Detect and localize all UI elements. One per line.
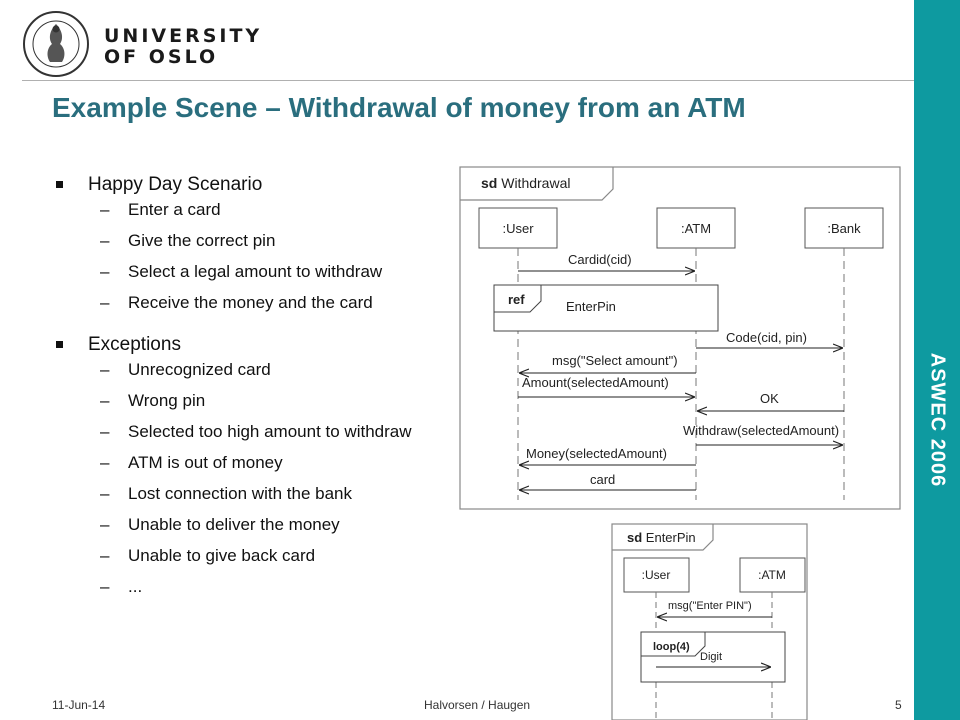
footer-date: 11-Jun-14 — [52, 698, 106, 712]
message-ok-label: OK — [760, 391, 779, 406]
page-number: 5 — [895, 698, 902, 712]
list-item: –Lost connection with the bank — [100, 484, 352, 503]
list-item: –ATM is out of money — [100, 453, 283, 472]
footer-authors: Halvorsen / Haugen — [424, 698, 531, 712]
message-digit-label: Digit — [700, 651, 722, 663]
university-name: UNIVERSITY OF OSLO — [104, 26, 262, 68]
loop-label: loop(4) — [653, 641, 690, 653]
ref-keyword: ref — [508, 292, 525, 307]
message-withdraw-label: Withdraw(selectedAmount) — [683, 423, 839, 438]
university-name-line1: UNIVERSITY — [104, 25, 263, 47]
sd-enterpin-diagram: sd EnterPin :User :ATM msg("Enter PIN") … — [611, 523, 808, 720]
conference-sidebar — [914, 0, 960, 720]
message-select-amount-label: msg("Select amount") — [552, 353, 678, 368]
sd-withdrawal-diagram: sd Withdrawal :User :ATM :Bank Cardid(ci… — [459, 166, 901, 510]
frame-withdrawal — [459, 166, 901, 510]
message-enter-pin-label: msg("Enter PIN") — [668, 600, 752, 612]
message-code-label: Code(cid, pin) — [726, 330, 807, 345]
loop-fragment — [640, 631, 786, 683]
list-item: –Unable to give back card — [100, 546, 316, 565]
frame-withdrawal-tab — [460, 167, 614, 201]
lifeline-atm-label: :ATM — [681, 221, 711, 236]
lifeline-bank-label: :Bank — [827, 221, 861, 236]
list-item: –Select a legal amount to withdraw — [100, 262, 383, 281]
message-amount-label: Amount(selectedAmount) — [522, 375, 669, 390]
list-item: –Enter a card — [100, 200, 221, 219]
list-item: –Unrecognized card — [100, 360, 271, 379]
lifeline-atm-label: :ATM — [758, 568, 786, 582]
bullet-heading-exceptions: Exceptions — [52, 330, 462, 360]
message-card-label: card — [590, 472, 615, 487]
message-money-label: Money(selectedAmount) — [526, 446, 667, 461]
list-item: –Give the correct pin — [100, 231, 276, 250]
frame-enterpin — [611, 523, 808, 720]
message-cardid-label: Cardid(cid) — [568, 252, 632, 267]
header-divider — [22, 80, 914, 81]
bullet-heading-happy-day: Happy Day Scenario — [52, 170, 462, 200]
list-item: –Wrong pin — [100, 391, 206, 410]
university-seal-icon — [22, 10, 90, 83]
list-item: –Selected too high amount to withdraw — [100, 422, 412, 441]
frame-enterpin-tab — [612, 524, 714, 551]
list-item: –Receive the money and the card — [100, 293, 373, 312]
square-bullet-icon — [56, 181, 63, 188]
frame-enterpin-label: sd EnterPin — [627, 530, 696, 545]
slide-title: Example Scene – Withdrawal of money from… — [52, 92, 746, 123]
frame-withdrawal-label: sd Withdrawal — [481, 175, 570, 191]
lifeline-user-label: :User — [642, 568, 671, 582]
list-item: –... — [100, 577, 143, 596]
bullet-list: Happy Day Scenario –Enter a card –Give t… — [52, 170, 462, 608]
ref-enterpin-box — [493, 284, 719, 332]
lifeline-user-label: :User — [502, 221, 534, 236]
list-item: –Unable to deliver the money — [100, 515, 340, 534]
ref-name: EnterPin — [566, 299, 616, 314]
square-bullet-icon — [56, 341, 63, 348]
conference-label: ASWEC 2006 — [926, 352, 949, 488]
university-name-line2: OF OSLO — [104, 46, 219, 68]
sequence-diagrams: sd Withdrawal :User :ATM :Bank Cardid(ci… — [459, 166, 901, 720]
